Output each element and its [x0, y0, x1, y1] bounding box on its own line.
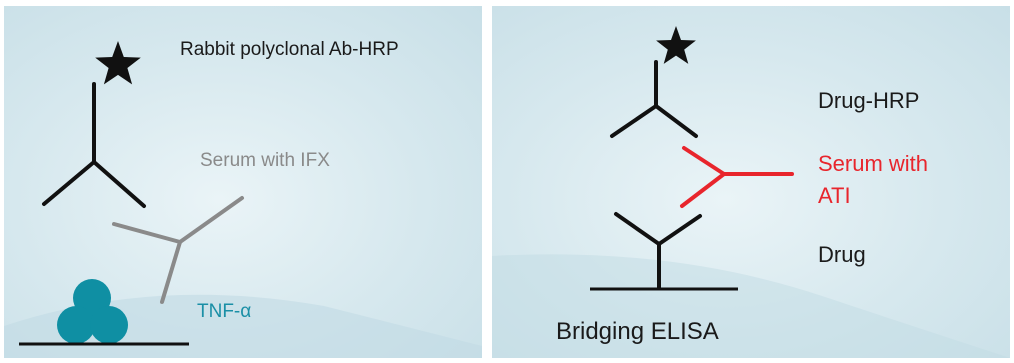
drug-antibody [614, 212, 702, 290]
tnf-trimer [57, 279, 128, 344]
bridging-elisa-title: Bridging ELISA [556, 318, 719, 345]
rabbit-ab-label: Rabbit polyclonal Ab-HRP [180, 39, 399, 60]
hrp-star-icon [656, 26, 696, 64]
serum-ati-label-line2: ATI [818, 183, 851, 208]
tnf-label: TNF-α [197, 301, 252, 322]
serum-ifx-label: Serum with IFX [200, 150, 330, 171]
serum-ati-antibody [680, 146, 794, 208]
right-diagram [492, 26, 1010, 358]
rabbit-antibody [42, 82, 146, 208]
hrp-star-icon [95, 41, 141, 85]
serum-ati-label: Serum with ATI [818, 148, 928, 212]
serum-ati-label-line1: Serum with [818, 151, 929, 176]
right-background-arc [492, 254, 1010, 358]
drug-hrp-antibody [610, 60, 698, 138]
left-diagram [4, 41, 482, 358]
drug-label: Drug [818, 242, 866, 267]
direct-elisa-panel: Rabbit polyclonal Ab-HRP Serum with IFX … [4, 6, 482, 358]
drug-hrp-label: Drug-HRP [818, 88, 920, 113]
bridging-elisa-panel: Drug-HRP Serum with ATI Drug Bridging EL… [492, 6, 1010, 358]
left-background-arc [4, 294, 482, 358]
serum-ifx-antibody [112, 196, 244, 304]
